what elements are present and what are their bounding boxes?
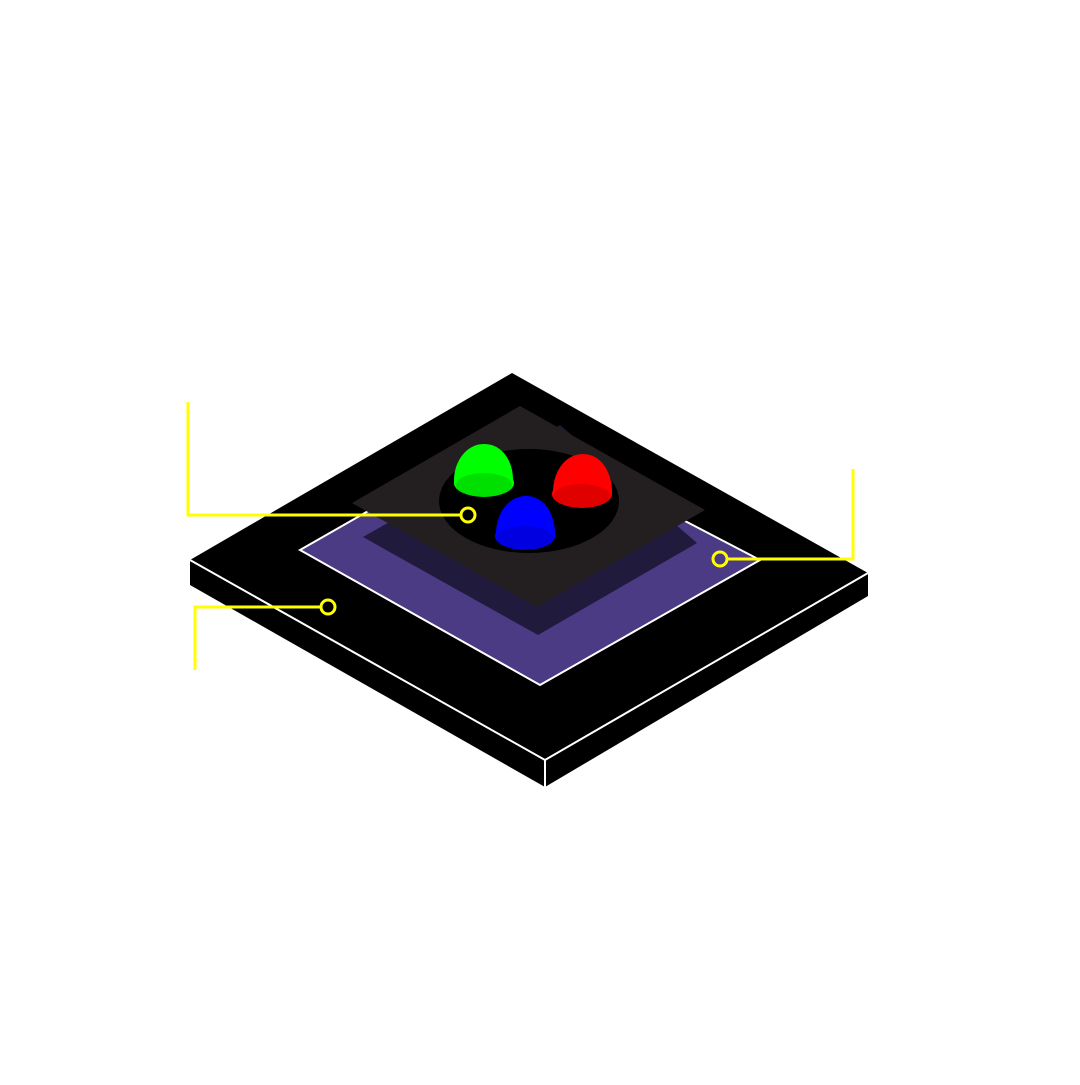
substrate-left-side [190,560,545,787]
callouts [186,402,855,670]
blue-led [495,496,555,550]
callout-substrate-marker [319,598,337,616]
green-led-base-shade [456,473,512,497]
blue-led-base [495,522,555,550]
blue-led-base-shade [497,526,553,550]
callout-substrate [193,598,337,670]
green-led-base [454,469,514,497]
top-die [352,406,705,607]
substrate-right-side [545,573,868,787]
callout-inner-plate [711,469,855,568]
callout-inner-plate-leader [728,469,855,561]
callout-inner-plate-marker [711,550,729,568]
red-led-base-shade [554,484,610,508]
callout-top-die-marker [459,506,477,524]
red-led [552,454,612,508]
red-led-base [552,480,612,508]
callout-top-die-leader [186,402,460,517]
callout-substrate-leader [193,605,320,670]
green-led [454,444,514,497]
callout-top-die [186,402,477,524]
